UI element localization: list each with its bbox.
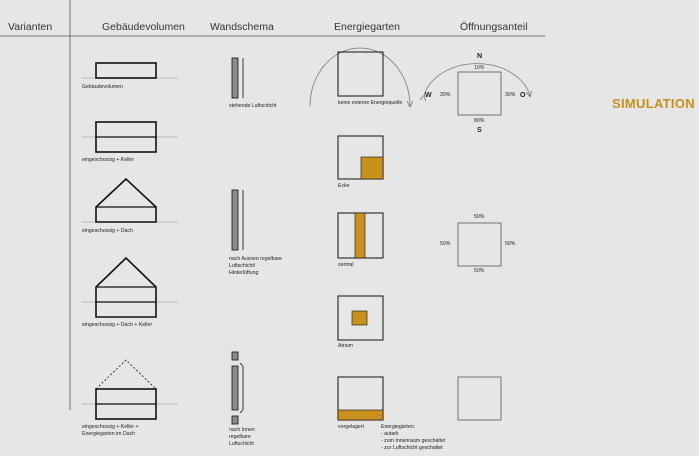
simulation-label: SIMULATION <box>612 96 695 111</box>
energie-label: Atrium <box>338 343 353 349</box>
wand-label: stehende Luftschicht <box>229 103 277 109</box>
energie-note: - zur Luftschicht geschaltet <box>381 445 443 451</box>
direction-east: O <box>520 92 526 99</box>
opening-pct-left: 50% <box>440 241 451 247</box>
wand-label: Luftschicht/ <box>229 263 256 269</box>
gebaeude-label: eingeschossig + Keller + <box>82 424 139 430</box>
energiegarten-corner <box>360 156 384 180</box>
opening-box <box>457 222 502 267</box>
wall-section <box>231 351 239 361</box>
gebaeude-label: eingeschossig + Keller <box>82 157 135 163</box>
opening-pct-left: 30% <box>440 92 451 98</box>
air-layer-bracket <box>239 362 244 414</box>
opening-pct-bottom: 50% <box>474 268 485 274</box>
opening-box <box>457 71 502 116</box>
header-varianten: Varianten <box>8 21 53 33</box>
header-wandschema: Wandschema <box>210 21 274 33</box>
gebaeude-label: Energiegarten im Dach <box>82 431 136 437</box>
wall-section <box>231 189 239 251</box>
header-oeffnungsanteil: Öffnungsanteil <box>460 21 528 33</box>
wand-label: Hinterlüftung <box>229 270 259 276</box>
energiegarten-box <box>337 51 384 97</box>
direction-south: S <box>477 127 482 134</box>
energie-note: - autark <box>381 431 399 437</box>
opening-box <box>457 376 502 421</box>
wand-label: nach Innen <box>229 427 255 433</box>
energiegarten-atrium <box>351 310 368 326</box>
sun-arc <box>309 47 410 106</box>
energie-note: - zum Innenraum geschaltet <box>381 438 446 444</box>
opening-pct-right: 50% <box>505 241 516 247</box>
wall-section <box>231 57 239 99</box>
wand-label: nach Aussen regelbare <box>229 256 283 262</box>
energie-note: Energiegärten: <box>381 424 416 430</box>
gebaeude-label: eingeschossig + Dach <box>82 228 133 234</box>
direction-north: N <box>477 53 483 60</box>
header-energiegarten: Energiegarten <box>334 21 400 33</box>
energie-label: Ecke <box>338 183 350 189</box>
opening-pct-top: 50% <box>474 214 485 220</box>
energiegarten-central <box>354 212 366 259</box>
orientation-arc <box>424 63 530 96</box>
roof-garden-outline <box>95 359 157 390</box>
energiegarten-box <box>337 295 384 341</box>
gebaeude-label: eingeschossig + Dach + Keller <box>82 322 153 328</box>
energie-label: zentral <box>338 262 354 268</box>
gebaeude-label: Gebäudevolumen <box>82 84 123 90</box>
building-volume <box>95 62 157 79</box>
wall-section <box>231 365 239 411</box>
opening-pct-top: 10% <box>474 65 485 71</box>
opening-pct-right: 30% <box>505 92 516 98</box>
wand-label: regelbare <box>229 434 251 440</box>
wand-label: Luftschicht <box>229 441 254 447</box>
energie-label: keine externe Energiequelle <box>338 100 403 106</box>
opening-pct-bottom: 80% <box>474 118 485 124</box>
header-gebaeudevolumen: Gebäudevolumen <box>102 21 185 33</box>
wall-section <box>231 415 239 425</box>
energiegarten-vorgelagert <box>337 409 384 421</box>
building-roof <box>95 256 157 318</box>
direction-west: W <box>425 92 432 99</box>
building-roof <box>95 177 157 223</box>
energie-label: vorgelagert <box>338 424 364 430</box>
